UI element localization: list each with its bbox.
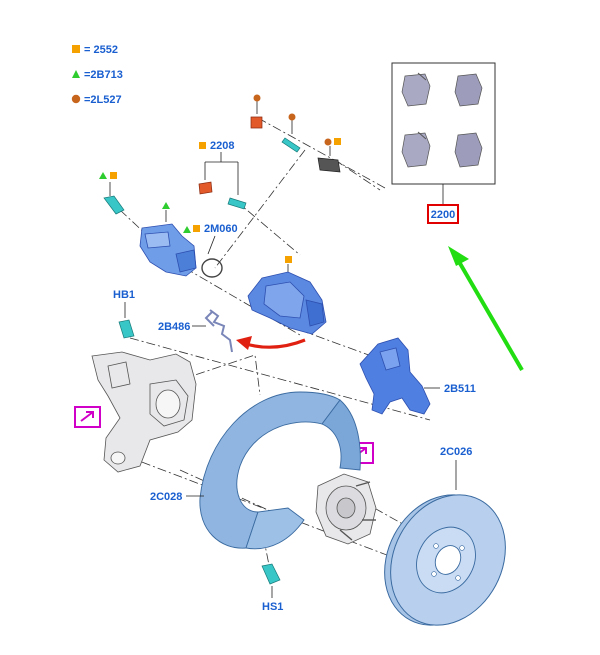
red-arrow [236, 336, 306, 350]
callout-HS1[interactable]: HS1 [262, 601, 283, 613]
o-ring [201, 258, 223, 278]
callout-2C026[interactable]: 2C026 [440, 446, 472, 458]
guide-bolt [99, 172, 125, 215]
brake-pads-box [391, 62, 496, 205]
callout-2B511[interactable]: 2B511 [444, 383, 476, 395]
expand-icon [80, 411, 94, 422]
legend: = 2552 =2B713 =2L527 [71, 44, 123, 106]
legend-2L527: =2L527 [84, 94, 122, 106]
legend-2552: = 2552 [84, 44, 118, 56]
bolt-HS1: HS1 [261, 563, 283, 613]
callout-HB1[interactable]: HB1 [113, 289, 135, 301]
brake-disc: 2C026 [384, 446, 506, 626]
parking-brake-motor: 2M060 [139, 202, 238, 278]
brake-pad [401, 72, 431, 107]
steering-knuckle [91, 351, 197, 473]
brake-caliper [247, 256, 327, 335]
brake-pad [401, 131, 431, 168]
callout-2C028[interactable]: 2C028 [150, 491, 182, 503]
wheel-hub [315, 473, 377, 545]
legend-triangle-icon [72, 70, 80, 78]
highlight-box-2200 [427, 204, 459, 224]
dust-shield: 2C028 [150, 391, 361, 550]
callout-2B486[interactable]: 2B486 [158, 321, 190, 333]
callout-2208[interactable]: 2208 [210, 140, 234, 152]
green-arrow [448, 246, 524, 372]
callout-2M060[interactable]: 2M060 [204, 223, 238, 235]
legend-2B713: =2B713 [84, 69, 123, 81]
legend-square-icon [72, 45, 80, 53]
brake-pad [454, 132, 483, 168]
anti-rattle-spring: 2B486 [158, 309, 233, 353]
callout-2200[interactable]: 2200 [431, 209, 455, 221]
part-2208-group: 2208 [198, 140, 247, 210]
bleeder-screw-assembly [250, 94, 341, 173]
bolt-HB1: HB1 [113, 289, 135, 339]
expand-button[interactable] [74, 406, 101, 428]
caliper-bracket: 2B511 [359, 337, 476, 415]
brake-pad [454, 73, 483, 107]
legend-circle-icon [71, 94, 81, 104]
